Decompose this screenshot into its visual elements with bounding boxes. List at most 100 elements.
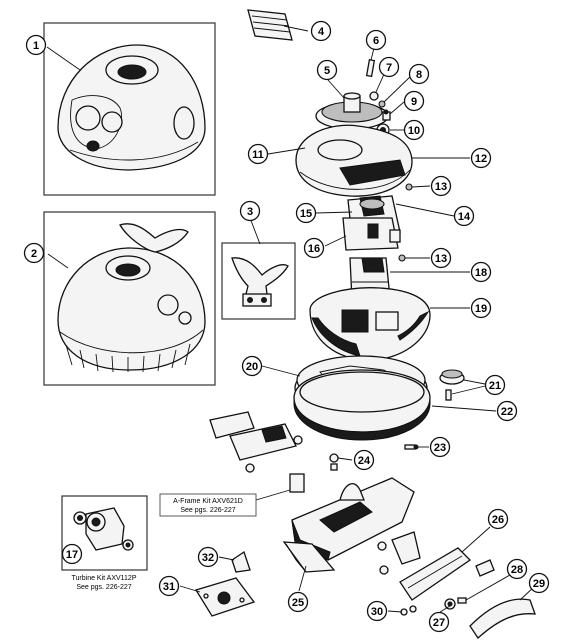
part-19-body-shell <box>309 287 431 361</box>
part-30-clip <box>400 605 417 616</box>
callout-circle <box>470 297 492 319</box>
callout-number: 23 <box>434 442 446 454</box>
callout-14: 14 <box>453 205 475 227</box>
callout-15: 15 <box>295 202 317 224</box>
callout-number: 4 <box>318 26 325 38</box>
callout-number: 8 <box>416 69 422 81</box>
part-13b-screw <box>398 254 406 262</box>
callout-number: 28 <box>511 564 523 576</box>
turbine-kit-line2: See pgs. 226-227 <box>76 584 131 591</box>
callout-19: 19 <box>470 297 492 319</box>
callout-number: 18 <box>475 267 487 279</box>
callout-circle <box>25 34 47 56</box>
callout-circle <box>353 449 375 471</box>
callout-number: 2 <box>31 248 37 260</box>
part-7-washer <box>369 91 379 101</box>
callout-circle <box>403 90 425 112</box>
a-frame-kit-line2: See pgs. 226-227 <box>180 507 235 514</box>
part-1-top-cover <box>57 44 206 171</box>
callout-number: 13 <box>435 253 447 265</box>
callout-22: 22 <box>496 400 518 422</box>
callout-circle <box>496 400 518 422</box>
callout-number: 10 <box>408 125 420 137</box>
callout-circle <box>23 242 45 264</box>
callout-circle <box>506 558 528 580</box>
callout-number: 29 <box>533 578 545 590</box>
callout-circle <box>453 205 475 227</box>
callout-circle <box>303 237 325 259</box>
a-frame-kit-line1: A-Frame Kit AXV621D <box>173 498 243 505</box>
callout-circle <box>197 546 219 568</box>
callout-number: 20 <box>246 361 258 373</box>
callout-8: 8 <box>408 63 430 85</box>
part-4-grille <box>247 9 293 41</box>
callout-circle <box>403 119 425 141</box>
callout-number: 16 <box>308 243 320 255</box>
callout-2: 2 <box>23 242 45 264</box>
callout-circle <box>241 355 263 377</box>
callout-16: 16 <box>303 237 325 259</box>
part-21-wheel <box>439 369 465 401</box>
part-9-screw <box>382 109 391 121</box>
callout-31: 31 <box>158 575 180 597</box>
turbine-kit-box <box>61 495 148 571</box>
callout-number: 13 <box>435 181 447 193</box>
a-frame-kit-label: A-Frame Kit AXV621D See pgs. 226-227 <box>159 493 257 517</box>
callout-circle <box>470 261 492 283</box>
callout-circle <box>247 143 269 165</box>
part-24-screw <box>329 453 339 471</box>
part-3-tail-fin <box>231 257 289 307</box>
turbine-kit-label: Turbine Kit AXV112P See pgs. 226-227 <box>72 575 137 591</box>
callout-32: 32 <box>197 546 219 568</box>
callout-number: 6 <box>373 35 379 47</box>
callout-number: 17 <box>66 549 78 561</box>
callout-circle <box>158 575 180 597</box>
part-22-base-ring <box>293 369 431 441</box>
callout-circle <box>365 29 387 51</box>
callout-24: 24 <box>353 449 375 471</box>
callout-circle <box>429 436 451 458</box>
part-2-whale-cover <box>57 223 206 373</box>
callout-9: 9 <box>403 90 425 112</box>
part-31-plate <box>195 577 256 617</box>
callout-6: 6 <box>365 29 387 51</box>
callout-number: 19 <box>475 303 487 315</box>
callout-3: 3 <box>239 200 261 222</box>
callout-number: 30 <box>371 606 383 618</box>
part-32-bracket <box>231 550 251 573</box>
callout-10: 10 <box>403 119 425 141</box>
part-26-side-track <box>377 531 495 601</box>
callout-circle <box>430 175 452 197</box>
part-27-washer <box>444 598 456 610</box>
part-13a-screw <box>405 183 413 191</box>
callout-13a: 13 <box>430 175 452 197</box>
callout-circle <box>287 591 309 613</box>
part-29-tread <box>469 598 536 639</box>
callout-circle <box>310 20 332 42</box>
callout-number: 11 <box>252 149 264 161</box>
callout-number: 31 <box>163 581 175 593</box>
inset-box-1 <box>43 22 216 196</box>
callout-12: 12 <box>470 147 492 169</box>
callout-17: 17 <box>61 543 83 565</box>
callout-number: 25 <box>292 597 304 609</box>
callout-circle <box>484 374 506 396</box>
callout-26: 26 <box>487 508 509 530</box>
callout-28: 28 <box>506 558 528 580</box>
callout-21: 21 <box>484 374 506 396</box>
callout-number: 7 <box>386 62 392 74</box>
callout-number: 15 <box>300 208 312 220</box>
callout-number: 9 <box>411 96 417 108</box>
callout-number: 32 <box>202 552 214 564</box>
callout-circle <box>316 59 338 81</box>
part-28-pin <box>457 597 467 604</box>
callout-number: 27 <box>433 617 445 629</box>
callout-number: 22 <box>501 406 513 418</box>
leader-lines <box>46 25 536 613</box>
foot-pads-left <box>209 411 303 473</box>
callout-1: 1 <box>25 34 47 56</box>
callout-circle <box>430 247 452 269</box>
callout-27: 27 <box>428 611 450 633</box>
turbine-kit-part-17 <box>73 507 134 551</box>
